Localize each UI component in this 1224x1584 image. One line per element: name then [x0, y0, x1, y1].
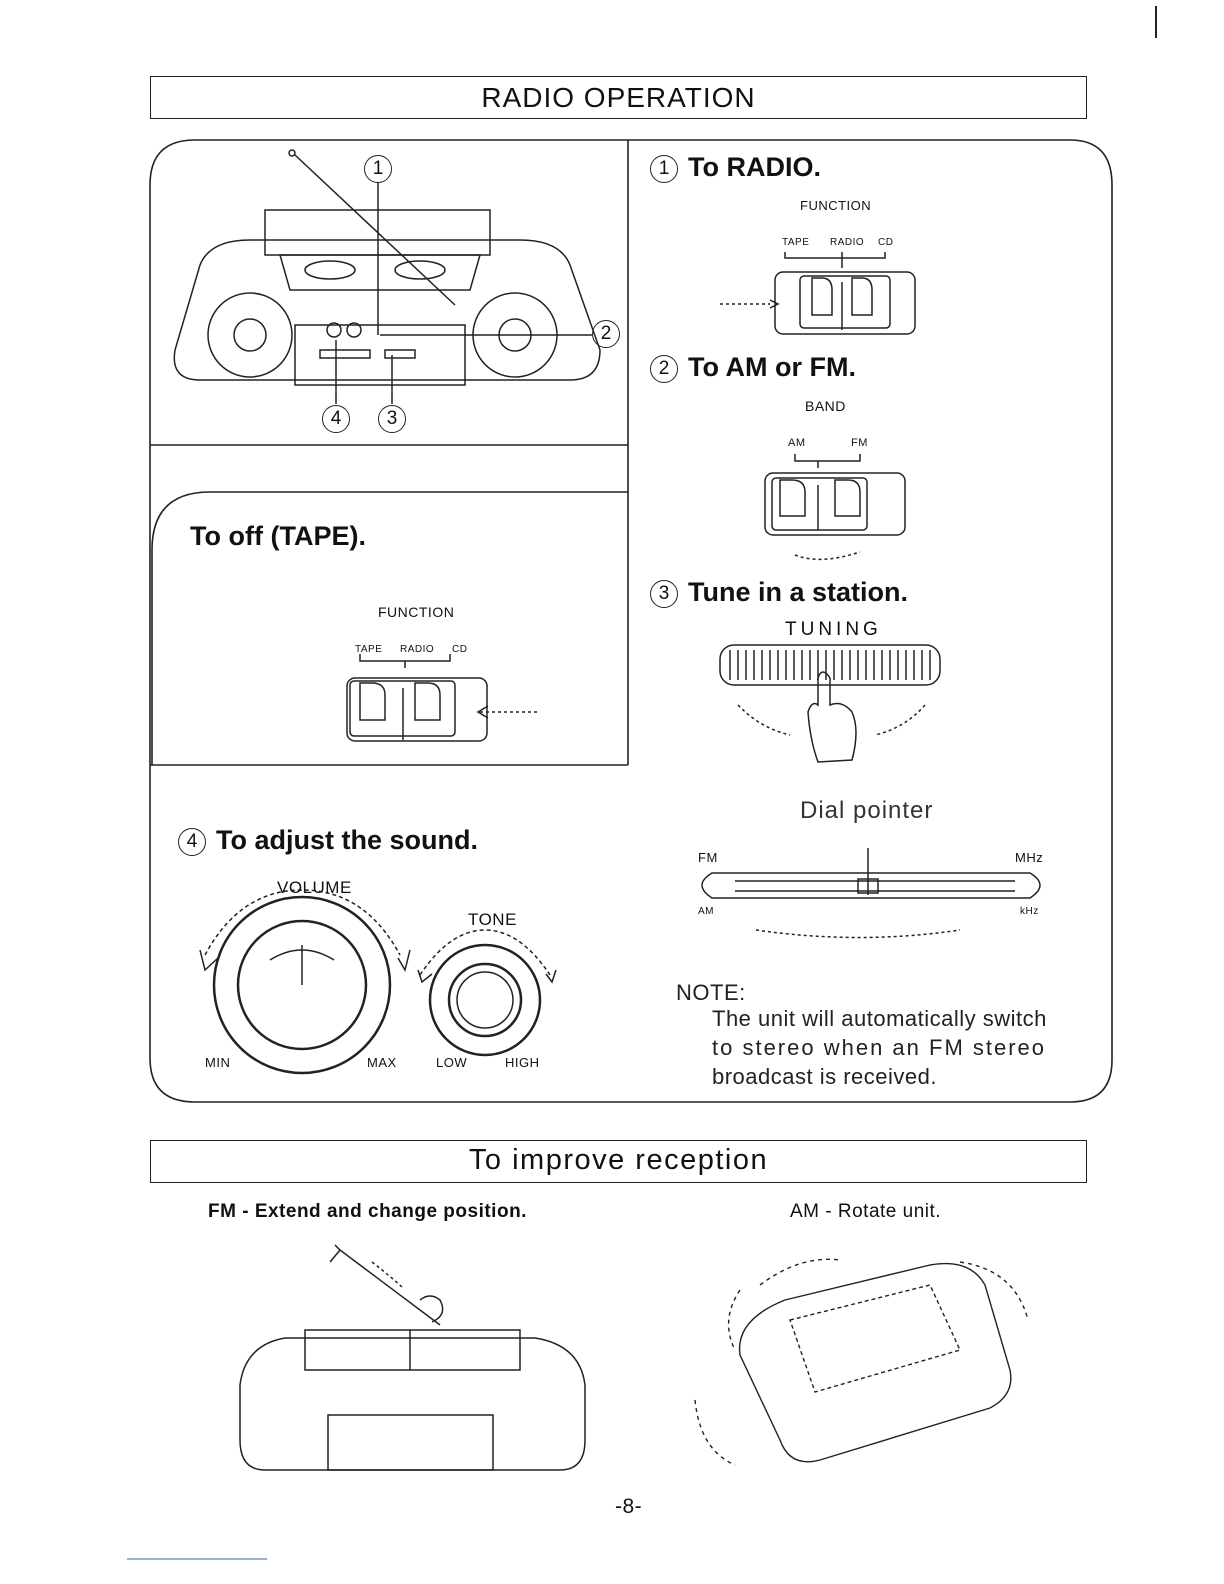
dial-khz-label: kHz [1020, 906, 1039, 917]
step-number: 2 [650, 355, 678, 383]
step-title: To AM or FM. [688, 352, 856, 382]
position-radio: RADIO [830, 237, 865, 248]
step-title: To RADIO. [688, 152, 821, 182]
function-switch-tape [346, 654, 540, 742]
band-label: BAND [805, 398, 846, 414]
tape-position-cd: CD [452, 644, 468, 655]
position-fm: FM [851, 437, 868, 449]
dial-am-label: AM [698, 906, 714, 917]
step-number: 4 [178, 828, 206, 856]
boombox-am-illustration [694, 1258, 1029, 1466]
section-header-reception: To improve reception [150, 1140, 1087, 1183]
callout-4: 4 [322, 405, 350, 433]
tone-label: TONE [468, 910, 517, 929]
function-switch-radio [720, 252, 916, 335]
position-tape: TAPE [782, 237, 810, 248]
page-title: RADIO OPERATION [481, 82, 756, 113]
function-label: FUNCTION [800, 198, 872, 213]
callout-2: 2 [592, 320, 620, 348]
note-line-1: The unit will automatically switch [712, 1006, 1047, 1031]
step-to-radio: 1 To RADIO. [650, 152, 821, 183]
tape-function-label: FUNCTION [378, 604, 455, 620]
band-switch [764, 454, 906, 561]
position-cd: CD [878, 237, 894, 248]
step-to-band: 2 To AM or FM. [650, 352, 856, 383]
tuning-label: TUNING [785, 619, 882, 640]
tuning-dial [719, 644, 941, 763]
step-title: To adjust the sound. [216, 825, 478, 855]
step-title: Tune in a station. [688, 577, 909, 607]
reception-title: To improve reception [468, 1144, 769, 1176]
dial-mhz-label: MHz [1015, 850, 1044, 865]
page-number: -8- [615, 1495, 643, 1518]
dial-pointer-title: Dial pointer [800, 797, 934, 824]
boombox-fm-illustration [239, 1244, 586, 1471]
high-label: HIGH [505, 1055, 540, 1070]
fm-instruction: FM - Extend and change position. [208, 1201, 527, 1222]
max-label: MAX [367, 1055, 397, 1070]
step-number: 1 [650, 155, 678, 183]
am-instruction: AM - Rotate unit. [790, 1201, 942, 1222]
tape-position-radio: RADIO [400, 644, 435, 655]
position-am: AM [788, 437, 806, 449]
section-header-radio: RADIO OPERATION [150, 76, 1087, 119]
dial-fm-label: FM [698, 850, 718, 865]
step-tune: 3 Tune in a station. [650, 577, 908, 608]
boombox-illustration [173, 149, 601, 404]
tape-off-title: To off (TAPE). [190, 521, 366, 551]
step-number: 3 [650, 580, 678, 608]
callout-1: 1 [364, 155, 392, 183]
note-line-2: to stereo when an FM stereo [712, 1035, 1047, 1060]
step-adjust: 4 To adjust the sound. [178, 825, 478, 856]
min-label: MIN [205, 1055, 231, 1070]
low-label: LOW [436, 1055, 468, 1070]
note-line-3: broadcast is received. [712, 1064, 937, 1089]
tape-position-tape: TAPE [355, 644, 383, 655]
volume-label: VOLUME [277, 878, 352, 897]
tone-knob [417, 929, 557, 1057]
dial-scale [701, 848, 1041, 939]
note-label: NOTE: [676, 980, 746, 1005]
callout-3: 3 [378, 405, 406, 433]
volume-knob [199, 889, 411, 1075]
